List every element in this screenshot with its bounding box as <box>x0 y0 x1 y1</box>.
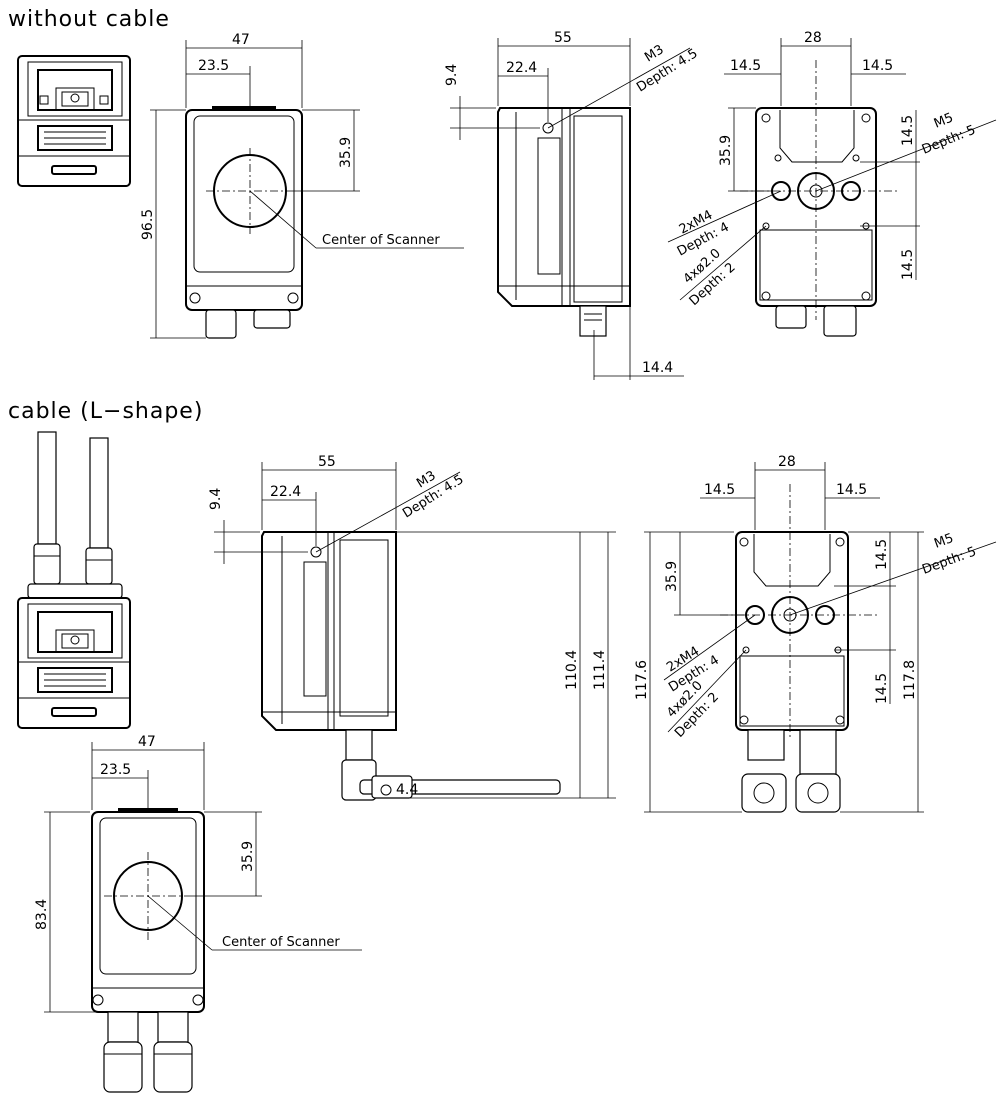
dim-14-5-rear-cable-upper: 14.5 <box>874 539 890 570</box>
dim-22-4-top: 22.4 <box>506 60 537 76</box>
dim-83-4: 83.4 <box>34 899 50 930</box>
heading-without-cable: without cable <box>8 7 170 32</box>
m5-label-cable: M5 <box>932 531 955 552</box>
dim-47-top: 47 <box>232 32 250 48</box>
dim-110-4: 110.4 <box>564 650 580 690</box>
dim-28-cable: 28 <box>778 454 796 470</box>
heading-cable-l-shape: cable (L−shape) <box>8 399 203 424</box>
side-view-cable: 55 22.4 9.4 M3 Depth: 4.5 110.4 111.4 4.… <box>208 454 616 801</box>
dim-55-cable: 55 <box>318 454 336 470</box>
dim-9-4-top: 9.4 <box>444 64 460 86</box>
rear-view-top: 28 14.5 14.5 35.9 14.5 14.5 M5 Depth: 5 … <box>667 30 997 337</box>
dim-14-5-top-left: 14.5 <box>730 58 761 74</box>
dim-117-6: 117.6 <box>634 660 650 700</box>
dim-14-5-top-right: 14.5 <box>862 58 893 74</box>
rear-view-cable: 28 14.5 14.5 35.9 117.6 14.5 14.5 117.8 … <box>634 454 997 813</box>
dim-22-4-cable: 22.4 <box>270 484 301 500</box>
dim-35-9-top: 35.9 <box>338 137 354 168</box>
dim-23-5-top: 23.5 <box>198 58 229 74</box>
m5-label-top: M5 <box>932 110 956 131</box>
dim-23-5-cable: 23.5 <box>100 762 131 778</box>
dim-28-top: 28 <box>804 30 822 46</box>
m3-label-top: M3 <box>642 42 666 65</box>
center-of-scanner-label-top: Center of Scanner <box>322 233 440 248</box>
rear-view-small-top <box>17 55 131 187</box>
front-view-cable: 47 23.5 83.4 35.9 Center of Scanner <box>34 734 362 1093</box>
dim-14-5-rear-cable-lower: 14.5 <box>874 673 890 704</box>
dim-4-4: 4.4 <box>396 782 418 798</box>
dim-55-top: 55 <box>554 30 572 46</box>
dim-14-5-rear-lower: 14.5 <box>900 249 916 280</box>
dim-96-5: 96.5 <box>140 209 156 240</box>
dim-14-5-rear-upper: 14.5 <box>900 115 916 146</box>
m5-depth-label-cable: Depth: 5 <box>920 544 978 577</box>
m5-depth-label-top: Depth: 5 <box>920 123 978 158</box>
dim-35-9-rear-cable: 35.9 <box>664 561 680 592</box>
dim-111-4: 111.4 <box>592 650 608 690</box>
dim-117-8: 117.8 <box>902 660 918 700</box>
front-view-top: 47 23.5 96.5 35.9 Center of Scanner <box>140 32 464 339</box>
rear-view-small-cable <box>17 431 131 729</box>
side-view-top: 55 22.4 9.4 M3 Depth: 4.5 14.4 <box>444 30 700 380</box>
dim-35-9-cable: 35.9 <box>240 841 256 872</box>
dim-35-9-rear-top: 35.9 <box>718 135 734 166</box>
dim-14-4: 14.4 <box>642 360 673 376</box>
dim-9-4-cable: 9.4 <box>208 488 224 510</box>
dim-14-5-cable-left: 14.5 <box>704 482 735 498</box>
dim-47-cable: 47 <box>138 734 156 750</box>
center-of-scanner-label-cable: Center of Scanner <box>222 935 340 950</box>
dim-14-5-cable-right: 14.5 <box>836 482 867 498</box>
